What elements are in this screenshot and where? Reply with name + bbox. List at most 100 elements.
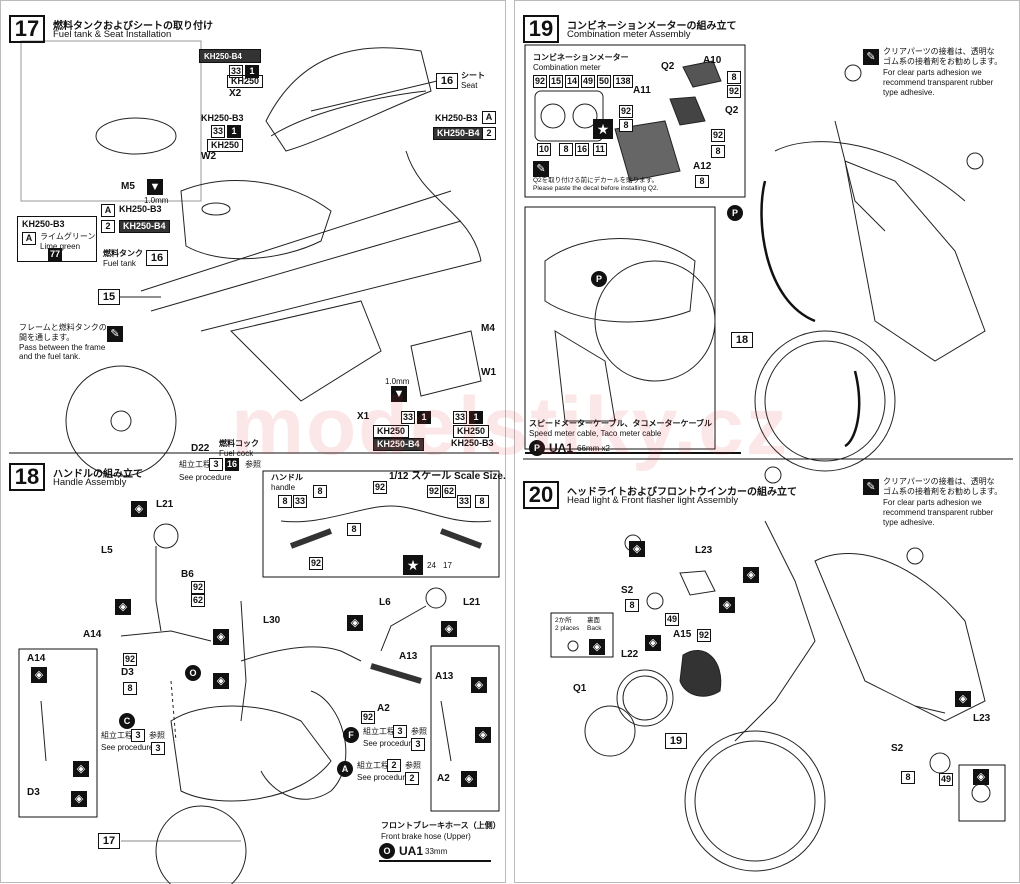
paint-num-8: 8 [619, 119, 633, 132]
paint-num-92: 92 [309, 557, 324, 570]
q2-note-en: Please paste the decal before installing… [533, 185, 659, 192]
marking-a-label: KH250-B3 [119, 204, 162, 214]
step-ref-15: 15 [98, 289, 120, 305]
x1-b4-label: KH250-B4 [373, 438, 424, 451]
part-q2: Q2 [725, 105, 739, 116]
paint-num-1: 1 [417, 411, 431, 424]
clear-note-jp1: クリアパーツの接着は、透明な [883, 47, 995, 56]
proc-num-3: 3 [131, 729, 145, 742]
paint-num-33: 33 [211, 125, 226, 138]
hose-label-en: Front brake hose (Upper) [381, 832, 471, 841]
w1-b3-label: KH250-B3 [451, 438, 494, 448]
star-icon: ★ [403, 555, 423, 575]
seat-label-jp: シート [461, 71, 485, 80]
chrome-paint-icon: ◈ [115, 599, 131, 615]
marker-p: P [529, 440, 545, 456]
chrome-paint-icon: ◈ [71, 791, 87, 807]
paint-num-92: 92 [697, 629, 712, 642]
chrome-paint-icon: ◈ [973, 769, 989, 785]
proc-num-3: 3 [151, 742, 165, 755]
proc-num-16: 16 [225, 458, 240, 471]
side-cover-b3: KH250-B3 [435, 113, 478, 123]
paint-num-92: 92 [619, 105, 634, 118]
step-number-20: 20 [523, 481, 559, 509]
inset-a14: A14 [27, 653, 46, 664]
side-cover-2: 2 [482, 127, 496, 140]
chrome-paint-icon: ◈ [441, 621, 457, 637]
chrome-paint-icon: ◈ [471, 677, 487, 693]
paint-num-8: 8 [313, 485, 327, 498]
part-w1: W1 [481, 367, 496, 378]
meter-label-en: Combination meter [533, 63, 601, 72]
decal-num-49: 49 [581, 75, 596, 88]
part-x1: X1 [357, 411, 370, 422]
instruction-sheet-left: 17 燃料タンクおよびシートの取り付け Fuel tank & Seat Ins… [0, 0, 506, 884]
step-ref-16: 16 [146, 250, 168, 266]
chrome-paint-icon: ◈ [31, 667, 47, 683]
color-callout: KH250-B3 A ライムグリーン Lime green 77 [17, 216, 97, 262]
places-en: 2 places [555, 625, 580, 632]
part-x2: X2 [229, 88, 242, 99]
paint-num-49: 49 [665, 613, 680, 626]
step-20-title-en: Head light & Front flasher light Assembl… [567, 495, 739, 506]
procedure-jp: 組立工程 [179, 460, 211, 469]
procedure-en: See procedure [179, 473, 232, 482]
side-cover-a: A [482, 111, 496, 124]
reference-jp: 参照 [245, 460, 261, 469]
step-number-18: 18 [9, 463, 45, 491]
inset-a13: A13 [435, 671, 454, 682]
part-l23: L23 [695, 545, 713, 556]
clear-note-jp2: ゴム系の接着剤をお勧めします。 [883, 487, 1003, 496]
scale-note: 1/12 スケール Scale Size. [389, 471, 506, 482]
inset-a2: A2 [437, 773, 450, 784]
cable-length: 66mm x2 [577, 444, 610, 453]
part-ua1: UA1 [549, 441, 574, 455]
procedure-en: See procedure [363, 739, 416, 748]
paint-num-1: 1 [245, 65, 259, 78]
fuel-tank-label-en: Fuel tank [103, 259, 136, 268]
decal-num-50: 50 [597, 75, 612, 88]
part-q2: Q2 [661, 61, 675, 72]
chrome-paint-icon: ◈ [347, 615, 363, 631]
step-ref-16: 16 [436, 73, 458, 89]
paint-num-8: 8 [727, 71, 741, 84]
proc-num-2: 2 [387, 759, 401, 772]
paint-num-8: 8 [625, 599, 639, 612]
paint-num-8: 8 [278, 495, 292, 508]
part-q1: Q1 [573, 683, 587, 694]
paint-num-92: 92 [727, 85, 742, 98]
paint-num-33: 33 [293, 495, 308, 508]
part-m5: M5 [121, 181, 135, 192]
line-drawings-right [523, 44, 1013, 872]
drill-size: 1.0mm [385, 377, 410, 386]
part-a11: A11 [633, 85, 651, 96]
fuel-cock-en: Fuel cock [219, 449, 254, 458]
marker-p: P [591, 271, 607, 287]
paint-num-8: 8 [695, 175, 709, 188]
part-a2: A2 [377, 703, 390, 714]
handle-jp: ハンドル [271, 473, 303, 482]
chrome-paint-icon: ◈ [719, 597, 735, 613]
paint-num-92: 92 [191, 581, 206, 594]
drill-hole-icon: ▼ [391, 386, 407, 402]
part-s2: S2 [621, 585, 634, 596]
part-l5: L5 [101, 545, 113, 556]
marker-o: O [185, 665, 201, 681]
part-s2: S2 [891, 743, 904, 754]
clear-note-en2: recommend transparent rubber [883, 508, 994, 517]
pass-note-en1: Pass between the frame [19, 343, 106, 352]
proc-num-3: 3 [393, 725, 407, 738]
instruction-sheet-right: 19 コンビネーションメーターの組み立て Combination meter A… [514, 0, 1020, 883]
fuel-cock-jp: 燃料コック [219, 439, 259, 448]
procedure-en: See procedure [357, 773, 410, 782]
side-cover-b4: KH250-B4 [433, 127, 484, 140]
part-w2: W2 [201, 151, 216, 162]
step-number-17: 17 [9, 15, 45, 43]
part-l22: L22 [621, 649, 639, 660]
part-d22: D22 [191, 443, 210, 454]
decal-apply-icon: ✎ [533, 161, 549, 177]
note-icon: ✎ [863, 49, 879, 65]
decal-kh250-b4-label: KH250-B4 [199, 49, 261, 63]
paint-num-33: 33 [453, 411, 468, 424]
part-l21: L21 [463, 597, 481, 608]
